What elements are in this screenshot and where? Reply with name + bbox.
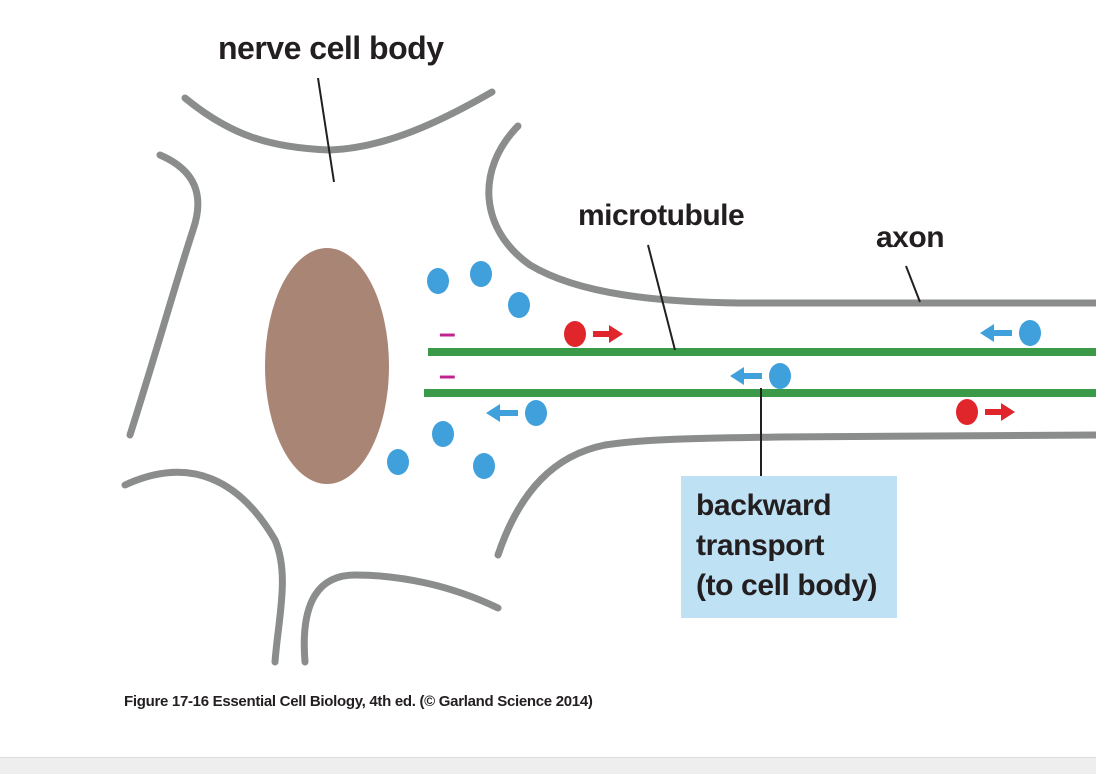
minus-end-upper: – [439,317,456,350]
backward-vesicle [769,363,791,389]
right-arrow-icon [985,403,1015,421]
vesicle [432,421,454,447]
forward-cargo-2 [956,399,1015,425]
backward-vesicle [1019,320,1041,346]
membrane-top-left [181,88,496,154]
microtubule-upper [428,348,1096,356]
viewer-bottom-bar [0,757,1096,774]
neuron-diagram: – – [121,77,1096,666]
cell-body-label: nerve cell body [218,30,444,66]
left-arrow-icon [730,367,762,385]
callout-line: backward [696,489,832,522]
membrane-axon-top [485,122,1096,307]
vesicle [508,292,530,318]
backward-cargo-1 [486,400,547,426]
cell-body-pointer [317,77,335,183]
axon-pointer [905,265,921,303]
backward-transport-callout: backward transport (to cell body) [681,476,897,618]
microtubule-label: microtubule [578,199,745,232]
axon-label: axon [876,221,945,254]
membrane-bottom-left [121,468,286,666]
forward-cargo-1 [564,321,623,347]
backward-vesicle [525,400,547,426]
minus-end-lower: – [439,359,456,392]
vesicle [387,449,409,475]
forward-vesicle [956,399,978,425]
figure-caption: Figure 17-16 Essential Cell Biology, 4th… [124,693,593,710]
left-arrow-icon [980,324,1012,342]
right-arrow-icon [593,325,623,343]
cell-membrane [121,88,1096,666]
left-arrow-icon [486,404,518,422]
microtubule-pointer [647,244,676,351]
backward-cargo-2 [730,363,791,389]
vesicle [470,261,492,287]
nucleus [265,248,389,484]
callout-line: (to cell body) [696,569,878,602]
cell-body-vesicles [387,261,530,479]
backward-cargo-3 [980,320,1041,346]
label-pointers [317,77,921,476]
forward-vesicle [564,321,586,347]
minus-end-markers: – – [439,317,456,392]
vesicle [473,453,495,479]
membrane-left [126,151,202,439]
membrane-bottom-center [300,571,502,666]
membrane-axon-bottom [494,431,1096,559]
callout-line: transport [696,529,825,562]
vesicle [427,268,449,294]
